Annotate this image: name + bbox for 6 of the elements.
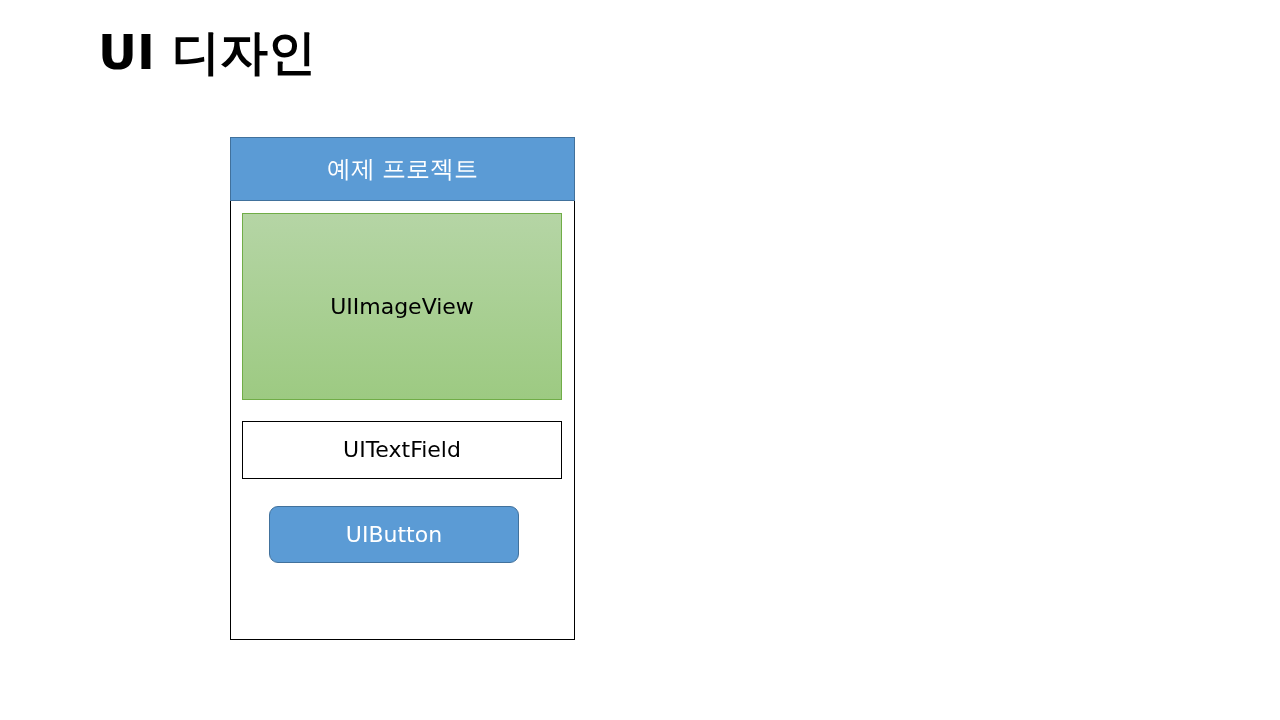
phone-screen-frame [230,137,575,640]
text-field-box: UITextField [242,421,562,479]
page-title: UI 디자인 [98,23,316,82]
image-view-panel: UIImageView [242,213,562,400]
button: UIButton [269,506,519,563]
navigation-bar: 예제 프로젝트 [230,137,575,201]
